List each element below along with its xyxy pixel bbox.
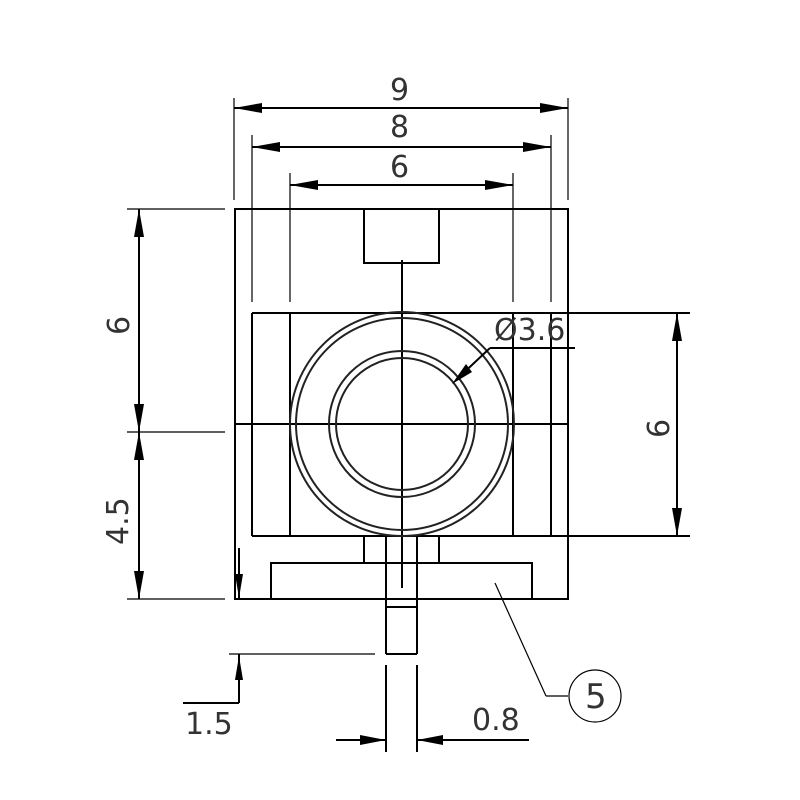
centerlines bbox=[235, 260, 568, 588]
base-features bbox=[270, 536, 533, 655]
dimension-upper-height bbox=[127, 208, 225, 433]
small-arrow-left bbox=[235, 548, 243, 598]
diameter-leader bbox=[452, 347, 575, 384]
dimension-lower-height bbox=[127, 432, 225, 600]
label-body-width: 6 bbox=[390, 150, 410, 185]
dimension-pin-offset bbox=[183, 653, 375, 704]
part-number-label: 5 bbox=[585, 677, 607, 717]
hole-circles bbox=[289, 311, 515, 537]
label-pin-width: 0.8 bbox=[472, 703, 520, 738]
dimension-pin-width bbox=[336, 665, 529, 752]
label-lower-height: 4.5 bbox=[101, 497, 136, 545]
label-inner-width: 8 bbox=[390, 110, 410, 145]
label-upper-height: 6 bbox=[102, 315, 137, 335]
dimension-body-width bbox=[289, 173, 514, 302]
label-pin-offset: 1.5 bbox=[185, 707, 233, 742]
dimension-inner-width bbox=[251, 135, 552, 302]
label-overall-width: 9 bbox=[390, 73, 410, 108]
dimension-overall-width bbox=[233, 98, 569, 200]
part-callout bbox=[494, 582, 622, 723]
dimension-right-height bbox=[672, 313, 682, 536]
label-right-height: 6 bbox=[642, 418, 677, 438]
main-body-outline bbox=[234, 208, 690, 600]
label-hole-diameter: Ø3.6 bbox=[494, 313, 566, 348]
